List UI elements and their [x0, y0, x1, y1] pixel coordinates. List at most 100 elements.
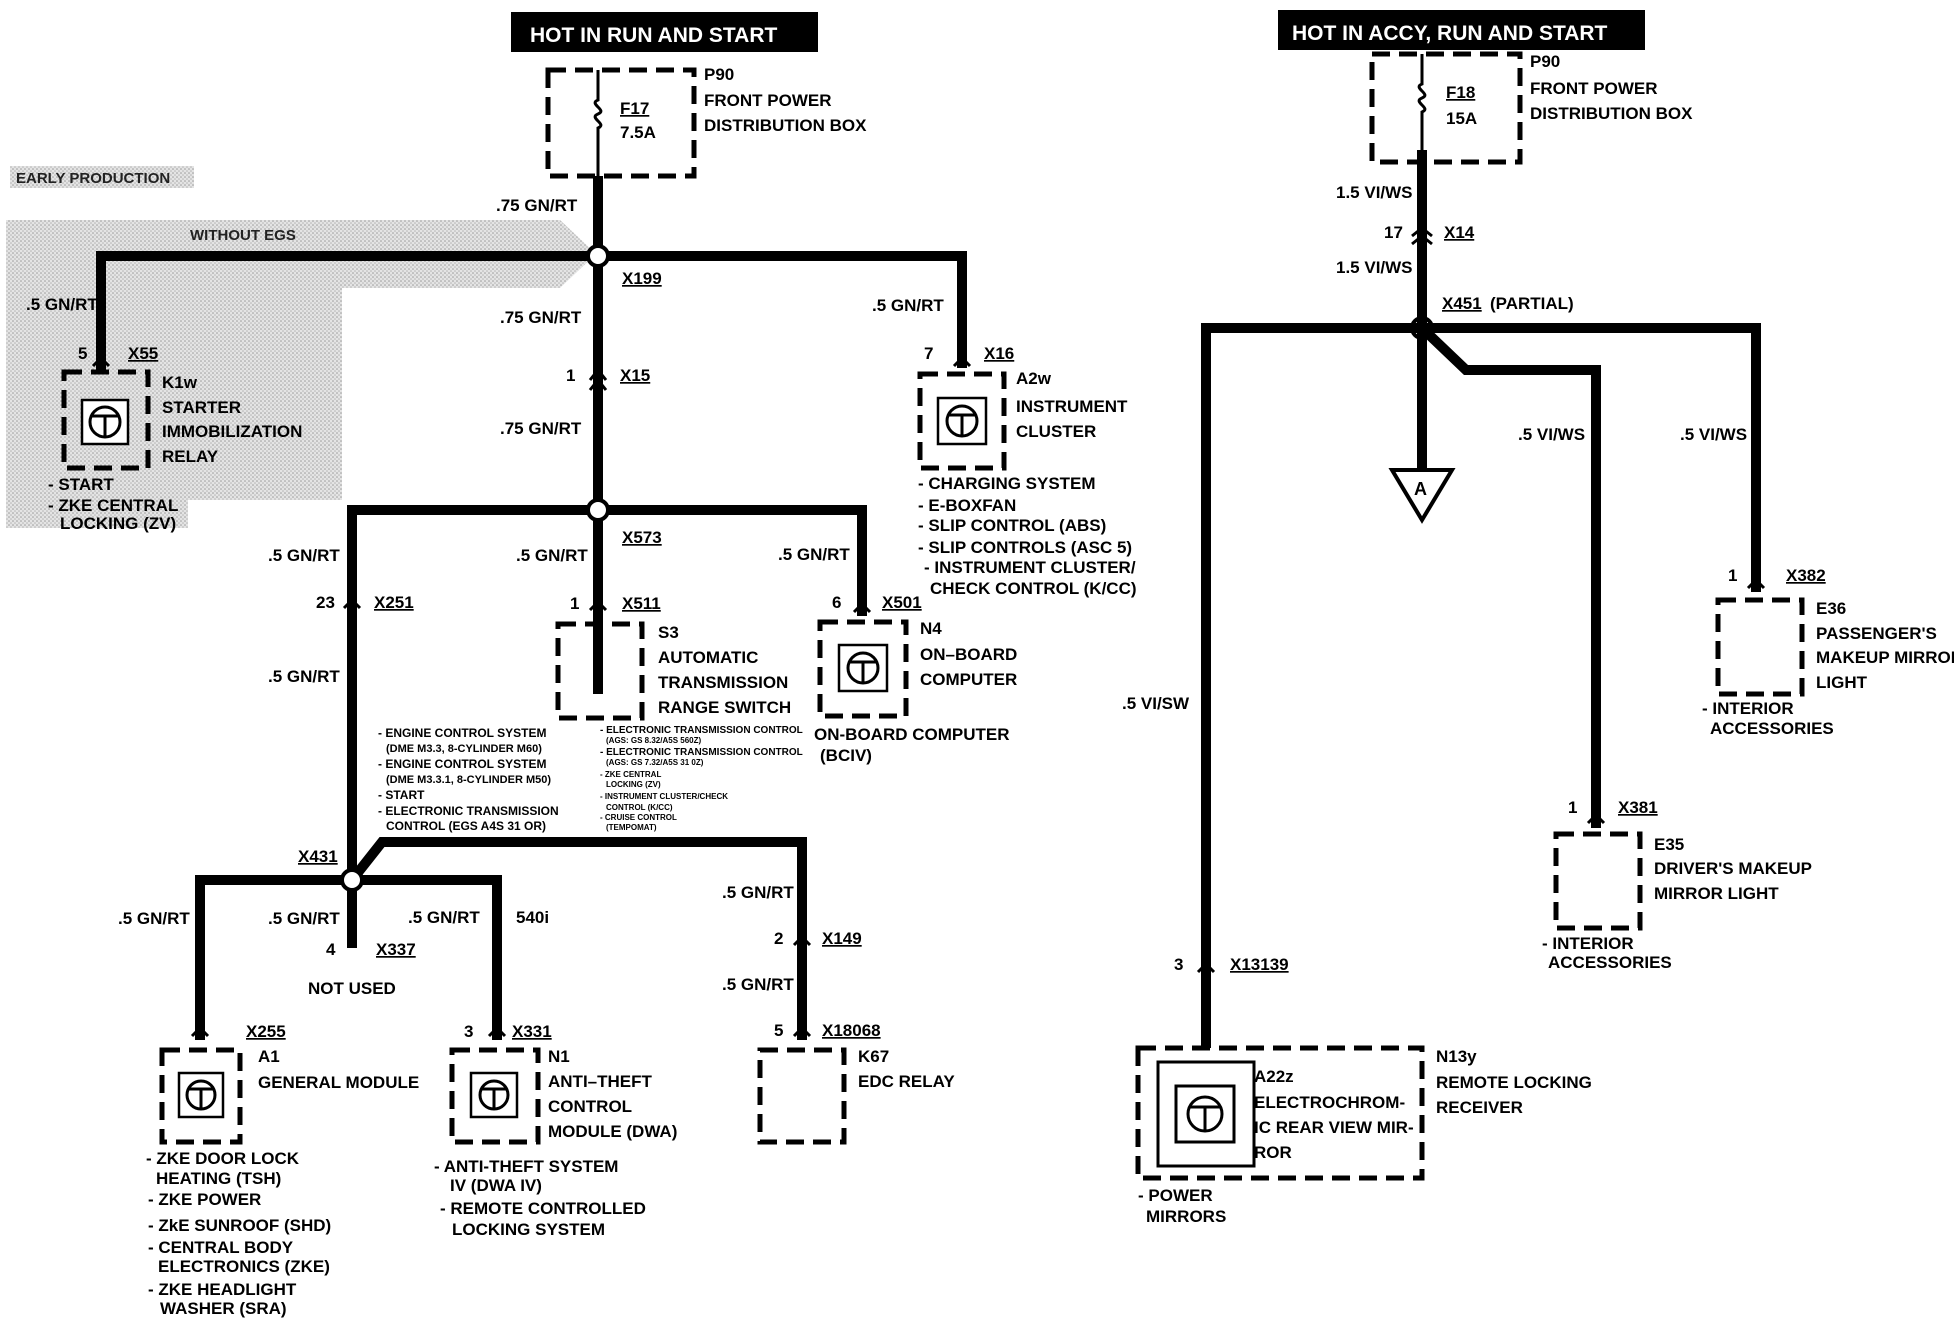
n1-line3: MODULE (DWA)	[548, 1122, 677, 1141]
n13y-id: N13y	[1436, 1047, 1477, 1066]
a22z-line3: ROR	[1254, 1143, 1292, 1162]
a2w-connector: X16	[984, 344, 1014, 363]
note-b-9: - CRUISE CONTROL	[600, 813, 677, 822]
header-left-text: HOT IN RUN AND START	[530, 24, 777, 47]
k67-wire2: .5 GN/RT	[722, 975, 794, 994]
connector-x337: X337	[376, 940, 416, 959]
p90-left-line1: FRONT POWER	[704, 91, 832, 110]
wire-label-main1: .75 GN/RT	[496, 196, 578, 215]
x251-wire1: .5 GN/RT	[268, 546, 340, 565]
n1-func4: LOCKING SYSTEM	[452, 1220, 605, 1239]
e36-func2: ACCESSORIES	[1710, 719, 1834, 738]
a2w-line2: CLUSTER	[1016, 422, 1096, 441]
k1w-connector: X55	[128, 344, 158, 363]
a2w-func6: CHECK CONTROL (K/CC)	[930, 579, 1137, 598]
right-wires	[1201, 150, 1761, 1048]
e36-pin: 1	[1728, 566, 1737, 585]
s3-line1: AUTOMATIC	[658, 648, 758, 667]
connector-x251: X251	[374, 593, 414, 612]
fuse-f18-amps: 15A	[1446, 109, 1477, 128]
k1w-func1: - START	[48, 475, 114, 494]
note-a-6: - ELECTRONIC TRANSMISSION	[378, 804, 559, 818]
e35-func1: - INTERIOR	[1542, 934, 1634, 953]
connector-x431: X431	[298, 847, 338, 866]
note-b-1: - ELECTRONIC TRANSMISSION CONTROL	[600, 725, 803, 736]
a1-connector: X255	[246, 1022, 286, 1041]
k67-id: K67	[858, 1047, 889, 1066]
n4-func1: ON-BOARD COMPUTER	[814, 725, 1010, 744]
connector-x199: X199	[622, 269, 662, 288]
e35-line1: DRIVER'S MAKEUP	[1654, 859, 1812, 878]
note-a-5: - START	[378, 788, 425, 802]
a2w-line1: INSTRUMENT	[1016, 397, 1128, 416]
fuse-f17-id: F17	[620, 99, 649, 118]
wire-label-r1: 1.5 VI/WS	[1336, 183, 1413, 202]
n4-wire: .5 GN/RT	[778, 545, 850, 564]
k1w-func3: LOCKING (ZV)	[60, 514, 176, 533]
s3-id: S3	[658, 623, 679, 642]
a2w-pin: 7	[924, 344, 933, 363]
x251-wire2: .5 GN/RT	[268, 667, 340, 686]
x337-note: NOT USED	[308, 979, 396, 998]
connector-x149: X149	[822, 929, 862, 948]
e36-line1: PASSENGER'S	[1816, 624, 1937, 643]
n13y-line1: REMOTE LOCKING	[1436, 1073, 1592, 1092]
a1-line1: GENERAL MODULE	[258, 1073, 419, 1092]
wire-label-r2: 1.5 VI/WS	[1336, 258, 1413, 277]
note-a-7: CONTROL (EGS A4S 31 OR)	[386, 819, 546, 833]
a1-func4: - ZkE SUNROOF (SHD)	[148, 1216, 331, 1235]
component-s3: .5 GN/RT 1 X511 S3 AUTOMATIC TRANSMISSIO…	[516, 546, 791, 721]
notes-block-b: - ELECTRONIC TRANSMISSION CONTROL (AGS: …	[600, 725, 803, 832]
n1-func2: IV (DWA IV)	[450, 1176, 542, 1195]
x337-not-used: .5 GN/RT 4 X337 NOT USED	[268, 909, 416, 998]
note-a-4: (DME M3.3.1, 8-CYLINDER M50)	[386, 774, 551, 786]
reference-a-label: A	[1414, 479, 1427, 499]
n1-func3: - REMOTE CONTROLLED	[440, 1199, 646, 1218]
fuse-box-f17: F17 7.5A P90 FRONT POWER DISTRIBUTION BO…	[545, 65, 867, 179]
k1w-func2: - ZKE CENTRAL	[48, 496, 178, 515]
junctions	[340, 244, 1434, 892]
n4-line2: COMPUTER	[920, 670, 1017, 689]
component-n13y: N13y REMOTE LOCKING RECEIVER	[1436, 1047, 1592, 1117]
x251-pin: 23	[316, 593, 335, 612]
e35-pin: 1	[1568, 798, 1577, 817]
p90-right-id: P90	[1530, 52, 1560, 71]
note-b-2: (AGS: GS 8.32/A5S 560Z)	[606, 736, 701, 745]
component-n4: .5 GN/RT 6 X501 N4 ON–BOARD COMPUTER ON-…	[778, 545, 1017, 765]
component-a22z: .5 VI/SW 3 X13139 A22z ELECTROCHROM- IC …	[1122, 694, 1425, 1226]
component-e36: .5 VI/WS 1 X382 E36 PASSENGER'S MAKEUP M…	[1680, 425, 1954, 738]
a1-func6: ELECTRONICS (ZKE)	[158, 1257, 330, 1276]
n4-id: N4	[920, 619, 942, 638]
a2w-func4: - SLIP CONTROLS (ASC 5)	[918, 538, 1132, 557]
note-b-7: - INSTRUMENT CLUSTER/CHECK	[600, 792, 728, 801]
component-k1w: .5 GN/RT 5 X55 K1w STARTER IMMOBILIZATIO…	[26, 295, 302, 533]
without-egs-label: WITHOUT EGS	[190, 227, 296, 244]
a1-func2: HEATING (TSH)	[156, 1169, 281, 1188]
component-k67: .5 GN/RT 2 X149 .5 GN/RT 5 X18068 K67 ED…	[722, 883, 955, 1145]
e36-id: E36	[1816, 599, 1846, 618]
p90-right-line1: FRONT POWER	[1530, 79, 1658, 98]
n13y-line2: RECEIVER	[1436, 1098, 1523, 1117]
s3-pin: 1	[570, 594, 579, 613]
wire-label-main2: .75 GN/RT	[500, 308, 582, 327]
note-b-6: LOCKING (ZV)	[606, 780, 661, 789]
connector-marks	[91, 226, 1766, 1038]
early-production-label: EARLY PRODUCTION	[16, 170, 170, 187]
a22z-id: A22z	[1254, 1067, 1294, 1086]
x14-pin: 17	[1384, 223, 1403, 242]
a1-func7: - ZKE HEADLIGHT	[148, 1280, 297, 1299]
a22z-func1: - POWER	[1138, 1186, 1213, 1205]
k1w-wire: .5 GN/RT	[26, 295, 98, 314]
fuse-f18-id: F18	[1446, 83, 1475, 102]
connector-x573: X573	[622, 528, 662, 547]
component-n1: .5 GN/RT 540i 3 X331 N1 ANTI–THEFT CONTR…	[408, 908, 677, 1239]
s3-line3: RANGE SWITCH	[658, 698, 791, 717]
note-b-3: - ELECTRONIC TRANSMISSION CONTROL	[600, 747, 803, 758]
connector-x15: X15	[620, 366, 650, 385]
k1w-pin: 5	[78, 344, 87, 363]
n1-func1: - ANTI-THEFT SYSTEM	[434, 1157, 618, 1176]
s3-wire: .5 GN/RT	[516, 546, 588, 565]
a22z-func2: MIRRORS	[1146, 1207, 1226, 1226]
s3-connector: X511	[622, 594, 661, 613]
